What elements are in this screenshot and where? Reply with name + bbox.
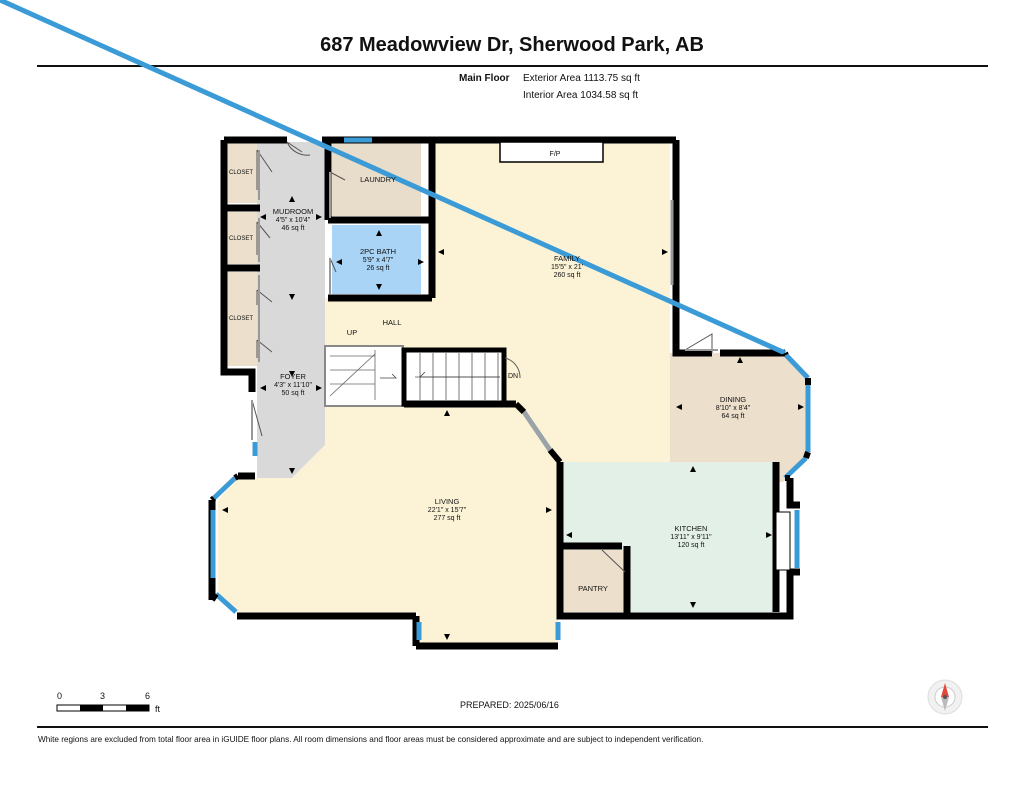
bath-area: 26 sq ft: [366, 265, 390, 272]
kitchen-area: 120 sq ft: [677, 542, 705, 549]
closet-label-3: CLOSET: [229, 316, 254, 322]
laundry-label: LAUNDRY: [343, 175, 413, 186]
scale-tick-3: 3: [100, 691, 106, 701]
pantry-fill: [562, 550, 624, 612]
dining-area: 64 sq ft: [721, 413, 745, 420]
kitchen-label: KITCHEN 13'11" x 9'11" 120 sq ft: [656, 524, 726, 551]
scale-bar: [56, 704, 150, 712]
scale-tick-0: 0: [57, 691, 63, 701]
closet-fill-3: [227, 272, 257, 366]
scale-unit: ft: [155, 704, 161, 714]
family-dims: 15'5" x 21': [550, 263, 583, 271]
hall-label: HALL: [372, 318, 412, 329]
pantry-name: PANTRY: [578, 584, 608, 593]
pantry-label: PANTRY: [568, 584, 618, 595]
stairs-up-label: UP: [346, 328, 358, 337]
glass-partition: [521, 410, 553, 452]
closet-fill-2: [227, 212, 257, 264]
interior-area: Interior Area 1034.58 sq ft: [523, 90, 639, 101]
foyer-dims: 4'3" x 11'10": [274, 381, 312, 389]
living-area: 277 sq ft: [433, 515, 461, 522]
stairs-up: [324, 345, 404, 407]
bath-dims: 5'9" x 4'7": [362, 256, 394, 264]
mudroom-label: MUDROOM 4'5" x 10'4" 46 sq ft: [258, 207, 328, 234]
exterior-area: Exterior Area 1113.75 sq ft: [523, 73, 640, 84]
closet-fill-1: [227, 142, 257, 203]
mudroom-area: 46 sq ft: [281, 225, 305, 232]
windows: [0, 0, 811, 640]
fireplace-label: F/P: [549, 151, 561, 158]
living-fill: [218, 404, 558, 643]
bath-name: 2PC BATH: [359, 247, 397, 256]
living-dims: 22'1" x 15'7": [427, 506, 467, 514]
dimension-markers: [222, 196, 804, 640]
compass-icon: [927, 679, 963, 715]
page-title: 687 Meadowview Dr, Sherwood Park, AB: [320, 34, 704, 56]
prepared-date: PREPARED: 2025/06/16: [460, 700, 559, 710]
foyer-label: FOYER 4'3" x 11'10" 50 sq ft: [258, 372, 328, 399]
kitchen-window-box: [775, 511, 791, 571]
family-label: FAMILY 15'5" x 21' 260 sq ft: [532, 254, 602, 281]
footer-rule: [37, 726, 988, 728]
kitchen-name: KITCHEN: [674, 524, 708, 533]
scale-tick-6: 6: [145, 691, 151, 701]
bath-label: 2PC BATH 5'9" x 4'7" 26 sq ft: [343, 247, 413, 274]
dining-name: DINING: [719, 395, 747, 404]
foyer-area: 50 sq ft: [281, 390, 305, 397]
closet-label-1: CLOSET: [229, 170, 254, 176]
disclaimer: White regions are excluded from total fl…: [38, 735, 704, 744]
living-name: LIVING: [434, 497, 460, 506]
bath-fill: [332, 225, 421, 294]
mudroom-dims: 4'5" x 10'4": [275, 216, 311, 224]
floor-name: Main Floor: [459, 73, 510, 84]
header-rule: [37, 65, 988, 67]
family-name: FAMILY: [553, 254, 581, 263]
mudroom-fill: [257, 142, 325, 478]
stairs-down-label: DN: [507, 373, 519, 380]
laundry-name: LAUNDRY: [360, 175, 396, 184]
living-label: LIVING 22'1" x 15'7" 277 sq ft: [412, 497, 482, 524]
fireplace: [499, 141, 604, 163]
dining-fill: [670, 353, 808, 482]
hall-name: HALL: [382, 318, 402, 327]
dining-dims: 8'10" x 8'4": [715, 404, 751, 412]
kitchen-dims: 13'11" x 9'11": [670, 533, 712, 541]
foyer-name: FOYER: [280, 372, 306, 381]
walls: [208, 136, 800, 650]
dining-label: DINING 8'10" x 8'4" 64 sq ft: [698, 395, 768, 422]
family-area: 260 sq ft: [553, 272, 581, 279]
mudroom-name: MUDROOM: [272, 207, 314, 216]
closet-label-2: CLOSET: [229, 236, 254, 242]
